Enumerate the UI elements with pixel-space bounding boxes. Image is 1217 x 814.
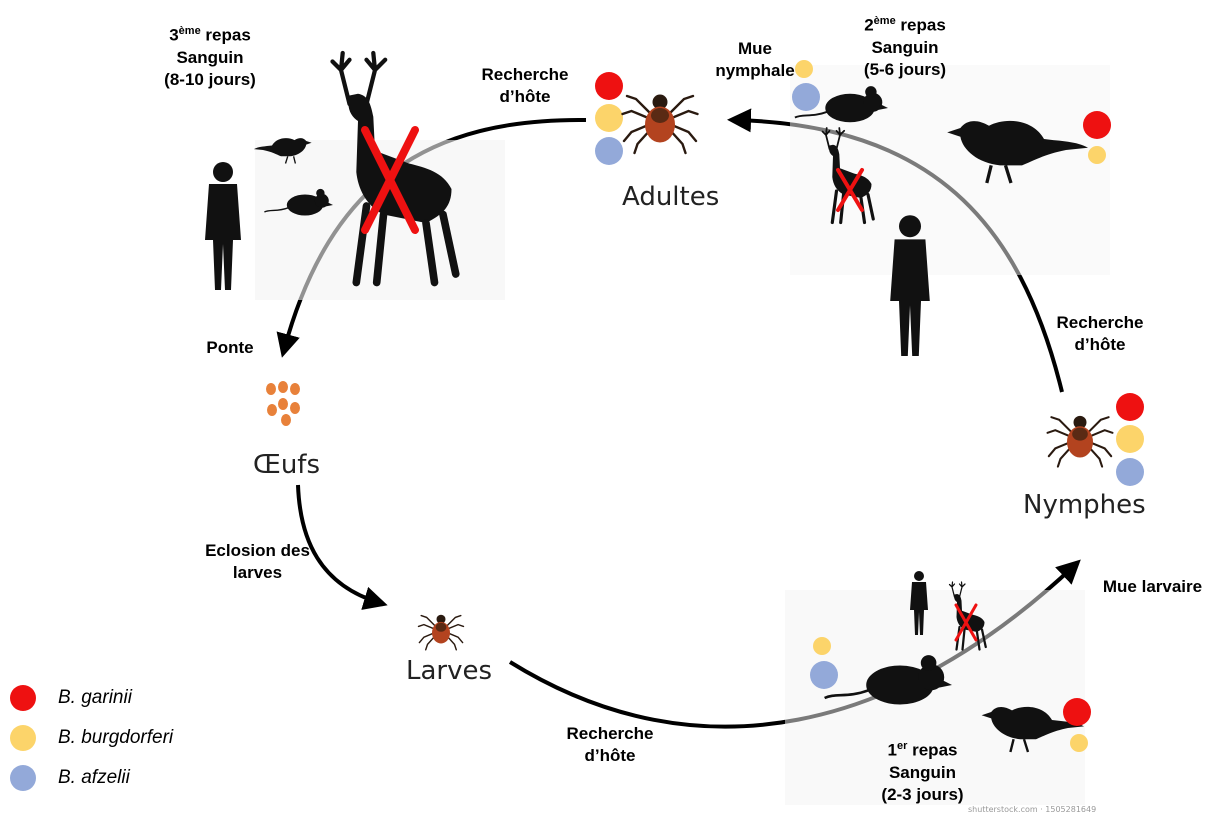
legend-swatch <box>10 725 36 751</box>
marker-burgdorferi <box>1088 146 1106 164</box>
marker-afzelii <box>1116 458 1144 486</box>
stage-larves: Larves <box>406 656 492 686</box>
human-icon <box>205 162 241 290</box>
marker-burgdorferi <box>595 104 623 132</box>
label-ponte: Ponte <box>195 337 265 359</box>
marker-afzelii <box>595 137 623 165</box>
marker-garinii <box>1116 393 1144 421</box>
stage-nymphes: Nymphes <box>1023 490 1146 520</box>
adult-tick-group <box>595 72 698 165</box>
label-recherche-right: Recherche d’hôte <box>1035 312 1165 356</box>
label-mue-nymphale: Mue nymphale <box>710 38 800 82</box>
stage-oeufs: Œufs <box>253 450 320 480</box>
label-repas2: 2ème repas Sanguin (5-6 jours) <box>835 10 975 81</box>
label-repas1: 1er repas Sanguin (2-3 jours) <box>855 735 990 806</box>
legend-item-afzelii: B. afzelii <box>10 763 130 793</box>
label-recherche-top: Recherche d’hôte <box>460 64 590 108</box>
nymph-tick-group <box>1048 393 1145 486</box>
marker-garinii <box>1063 698 1091 726</box>
label-recherche-bottom: Recherche d’hôte <box>545 723 675 767</box>
label-eclosion: Eclosion des larves <box>185 540 330 584</box>
marker-afzelii <box>810 661 838 689</box>
legend-item-burgdorferi: B. burgdorferi <box>10 723 173 753</box>
legend-item-garinii: B. garinii <box>10 683 132 713</box>
legend-label: B. burgdorferi <box>58 727 173 749</box>
eggs-icon <box>266 381 300 426</box>
legend-swatch <box>10 765 36 791</box>
label-mue-larvaire: Mue larvaire <box>1090 576 1215 598</box>
marker-burgdorferi <box>1116 425 1144 453</box>
stock-watermark: shutterstock.com · 1505281649 <box>968 805 1096 814</box>
label-repas3: 3ème repas Sanguin (8-10 jours) <box>140 20 280 91</box>
tick-icon <box>419 615 464 650</box>
tick-icon <box>1048 416 1113 467</box>
marker-burgdorferi <box>1070 734 1088 752</box>
marker-afzelii <box>792 83 820 111</box>
legend-label: B. garinii <box>58 687 132 709</box>
legend-label: B. afzelii <box>58 767 130 789</box>
legend-swatch <box>10 685 36 711</box>
tick-icon <box>623 95 698 154</box>
marker-burgdorferi <box>813 637 831 655</box>
marker-garinii <box>595 72 623 100</box>
stage-adultes: Adultes <box>622 182 719 212</box>
marker-garinii <box>1083 111 1111 139</box>
